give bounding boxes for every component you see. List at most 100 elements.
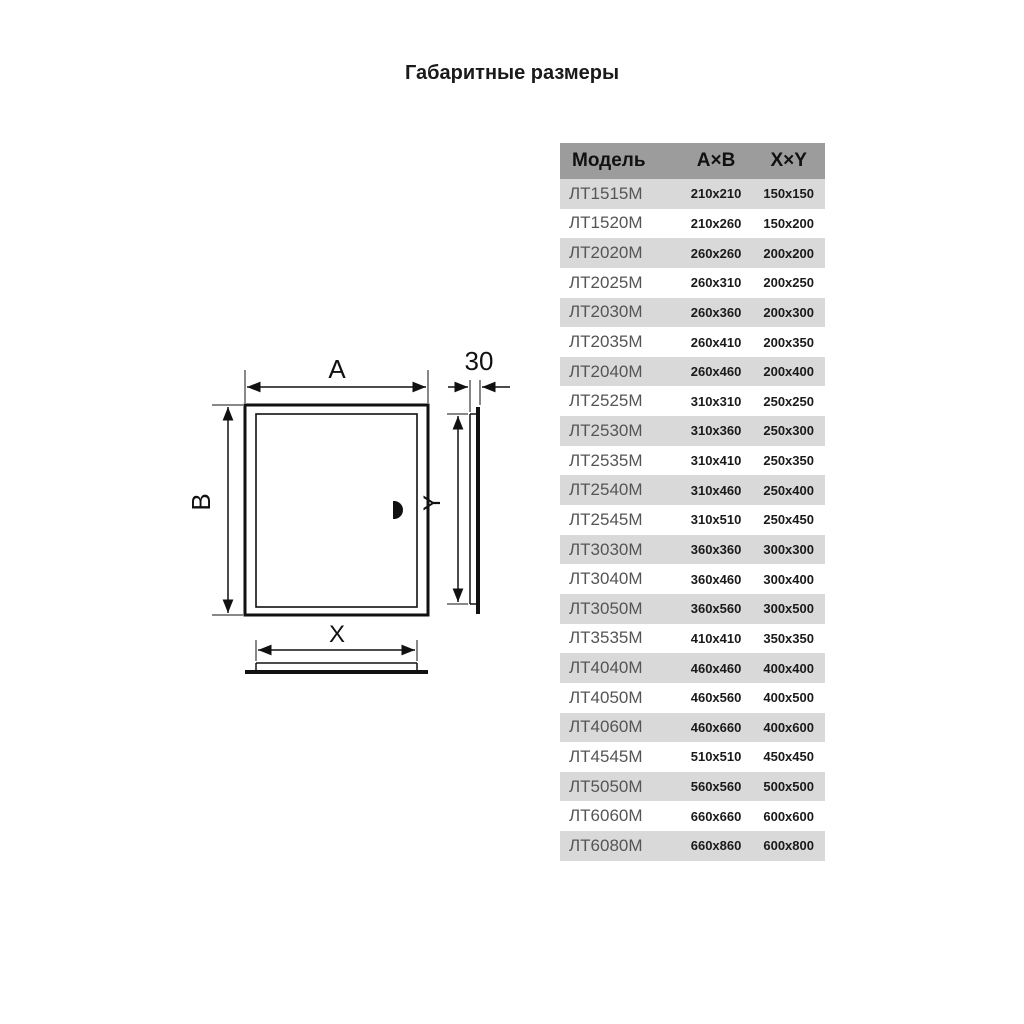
table-row: ЛТ1520М 210x260 150x200: [560, 209, 825, 239]
xy-cell: 250x450: [763, 512, 814, 528]
xy-cell: 300x400: [763, 571, 814, 587]
label-y: Y: [419, 495, 446, 511]
ab-cell: 460x560: [690, 690, 742, 706]
ab-cell: 410x410: [690, 630, 742, 646]
ab-cell: 360x560: [679, 593, 753, 624]
model-cell: ЛТ6080М: [560, 831, 680, 861]
dimension-x: X: [255, 621, 418, 661]
xy-cell: 250x400: [752, 475, 825, 506]
ab-cell: 360x460: [690, 571, 742, 587]
ab-cell: 260x310: [690, 275, 742, 291]
model-cell: ЛТ4060М: [560, 712, 680, 743]
table-row: ЛТ3040М 360x460 300x400: [560, 564, 825, 594]
xy-cell: 150x150: [752, 179, 825, 209]
ab-cell: 310x310: [690, 393, 742, 409]
ab-cell: 210x260: [690, 215, 742, 231]
model-cell: ЛТ1515М: [560, 179, 680, 209]
table-row: ЛТ4545М 510x510 450x450: [560, 742, 825, 772]
dimension-a: A: [244, 354, 429, 403]
xy-cell: 150x200: [763, 215, 814, 231]
ab-cell: 310x510: [690, 512, 742, 528]
xy-cell: 250x250: [763, 393, 814, 409]
ab-cell: 210x210: [679, 179, 753, 209]
model-cell: ЛТ2025М: [569, 272, 643, 292]
xy-cell: 400x500: [763, 690, 814, 706]
header-model: Модель: [560, 143, 680, 179]
xy-cell: 300x500: [752, 593, 825, 624]
model-cell: ЛТ2030М: [560, 297, 680, 328]
ab-cell: 560x560: [679, 771, 753, 802]
model-cell: ЛТ2530М: [560, 416, 680, 446]
side-view: [469, 407, 480, 614]
ab-cell: 260x260: [679, 238, 753, 268]
xy-cell: 400x600: [752, 712, 825, 743]
xy-cell: 600x600: [763, 808, 814, 824]
page-title: Габаритные размеры: [404, 62, 620, 84]
ab-cell: 310x410: [690, 453, 742, 469]
model-cell: ЛТ4545М: [569, 746, 643, 766]
ab-cell: 460x460: [679, 653, 753, 683]
table-row: ЛТ2525М 310x310 250x250: [560, 386, 825, 416]
xy-cell: 250x350: [763, 453, 814, 469]
dimension-y: Y: [419, 413, 468, 605]
table-header-row: Модель A×B X×Y: [560, 143, 825, 179]
model-cell: ЛТ6060М: [569, 806, 643, 826]
xy-cell: 200x250: [763, 275, 814, 291]
ab-cell: 660x660: [690, 808, 742, 824]
model-cell: ЛТ2540М: [560, 475, 680, 506]
ab-cell: 260x410: [690, 334, 742, 350]
xy-cell: 200x200: [752, 238, 825, 268]
xy-cell: 350x350: [763, 630, 814, 646]
table-row: ЛТ6060М 660x660 600x600: [560, 801, 825, 831]
xy-cell: 200x400: [752, 356, 825, 387]
table-row: ЛТ4050М 460x560 400x500: [560, 683, 825, 713]
ab-cell: 260x460: [679, 356, 753, 387]
xy-cell: 450x450: [763, 749, 814, 765]
label-b: B: [186, 493, 216, 510]
xy-cell: 200x300: [752, 297, 825, 328]
model-cell: ЛТ4050М: [569, 687, 643, 707]
xy-cell: 600x800: [752, 831, 825, 861]
model-cell: ЛТ1520М: [569, 213, 643, 233]
model-cell: ЛТ2020М: [560, 238, 680, 268]
dimension-depth: 30: [448, 346, 510, 412]
model-cell: ЛТ5050М: [560, 771, 680, 802]
label-a: A: [328, 354, 346, 384]
hatch-dimension-drawing: A B Y 30 X: [186, 346, 510, 674]
model-cell: ЛТ3040М: [569, 569, 643, 589]
label-x: X: [329, 621, 345, 648]
model-cell: ЛТ2525М: [569, 391, 643, 411]
xy-cell: 250x300: [752, 416, 825, 446]
ab-cell: 660x860: [679, 831, 753, 861]
lock-icon: [394, 501, 403, 519]
ab-cell: 510x510: [690, 749, 742, 765]
xy-cell: 300x300: [752, 534, 825, 565]
xy-cell: 500x500: [752, 771, 825, 802]
header-xy: X×Y: [752, 143, 825, 179]
model-cell: ЛТ2035М: [569, 332, 643, 352]
ab-cell: 310x460: [679, 475, 753, 506]
ab-cell: 360x360: [679, 534, 753, 565]
model-cell: ЛТ3535М: [569, 628, 643, 648]
table-row: ЛТ3535М 410x410 350x350: [560, 624, 825, 654]
bottom-view: [245, 662, 428, 674]
model-cell: ЛТ4040М: [560, 653, 680, 683]
ab-cell: 260x360: [679, 297, 753, 328]
dimension-b: B: [186, 404, 243, 616]
front-view: [243, 403, 430, 617]
